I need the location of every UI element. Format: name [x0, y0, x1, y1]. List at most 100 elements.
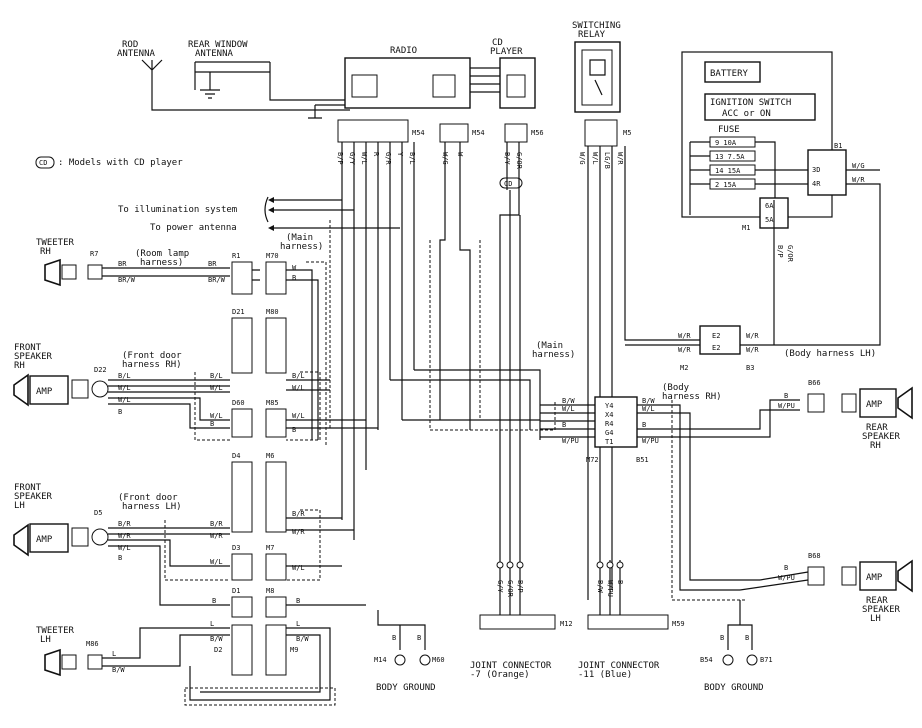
svg-text:G/Y: G/Y: [348, 152, 356, 165]
svg-text:W/R: W/R: [852, 176, 865, 184]
conn-m54a: M54: [412, 129, 425, 137]
svg-text:W/R: W/R: [746, 346, 759, 354]
rear-speaker-lh-label-3: LH: [870, 614, 881, 624]
conn-b3: B3: [746, 364, 754, 372]
svg-text:B: B: [292, 426, 296, 434]
svg-text:W/L: W/L: [210, 558, 223, 566]
switching-relay-label-2: RELAY: [578, 30, 606, 40]
conn-m2: M2: [680, 364, 688, 372]
svg-text:B: B: [118, 408, 122, 416]
rear-speaker-rh-label-3: RH: [870, 441, 881, 451]
tweeter-rh: TWEETER RH R7 BR BR/W BR BR/W (Room lamp…: [36, 238, 230, 287]
front-speaker-lh-label-2: SPEAKER: [14, 492, 53, 502]
svg-text:5A: 5A: [765, 216, 774, 224]
fuse-label: FUSE: [718, 125, 740, 135]
svg-text:B: B: [392, 634, 396, 642]
room-lamp-harness-1: (Room lamp: [135, 249, 189, 259]
conn-m54b: M54: [472, 129, 485, 137]
conn-b66: B66: [808, 379, 821, 387]
joint-connector-11-label-2: -11 (Blue): [578, 670, 632, 680]
rear-speaker-rh: B66 B W/PU AMP REAR SPEAKER RH: [778, 379, 913, 451]
svg-text:W/G: W/G: [852, 162, 865, 170]
svg-text:L: L: [112, 650, 116, 658]
svg-text:G4: G4: [605, 429, 613, 437]
radio-trunk: [329, 142, 700, 600]
main-harness-top-1: (Main: [286, 233, 313, 243]
svg-text:W: W: [292, 264, 297, 272]
svg-text:BR/W: BR/W: [118, 276, 136, 284]
top-connectors: M54 M54 M56 M5: [337, 119, 631, 147]
svg-text:Y4: Y4: [605, 402, 613, 410]
conn-d3: D3: [232, 544, 240, 552]
svg-text:L: L: [210, 620, 214, 628]
ignition-switch-pos: ACC or ON: [722, 109, 771, 119]
svg-text:Y: Y: [396, 152, 404, 157]
svg-text:W/PU: W/PU: [778, 574, 795, 582]
cd-legend: : Models with CD player: [58, 158, 183, 168]
conn-m70: M70: [266, 252, 279, 260]
svg-text:E2: E2: [712, 344, 720, 352]
conn-m6: M6: [266, 452, 274, 460]
svg-text:W/L: W/L: [642, 405, 655, 413]
cd-tag-mid: CD: [504, 180, 512, 188]
svg-text:BR: BR: [118, 260, 127, 268]
svg-text:W/L: W/L: [118, 396, 131, 404]
rear-joint: Y4 X4 R4 G4 T1 M72 B51 B/W W/L B W/PU B/…: [390, 369, 800, 601]
conn-m5: M5: [623, 129, 631, 137]
joint-connector-7-label-2: -7 (Orange): [470, 670, 530, 680]
front-speaker-rh-label-2: SPEAKER: [14, 352, 53, 362]
radio-label: RADIO: [390, 46, 417, 56]
radio-wire-codes: B/P G/Y W/L R G/R Y B/L W/G W B/Y G/OR W…: [336, 152, 624, 170]
svg-text:W/R: W/R: [210, 532, 223, 540]
front-speaker-rh-label-1: FRONT: [14, 343, 42, 353]
rear-speaker-lh: B68 B W/PU AMP REAR SPEAKER LH: [739, 552, 913, 624]
svg-text:W/PU: W/PU: [606, 580, 614, 597]
conn-m56: M56: [531, 129, 544, 137]
cd-player-label-1: CD: [492, 38, 503, 48]
center-connectors: R1 M70 W B D21 M80 D60 M85 D4 M6 D3 M7 D…: [214, 252, 298, 676]
svg-text:W/L: W/L: [292, 384, 305, 392]
svg-text:R4: R4: [605, 420, 613, 428]
body-harness-rh-2: harness RH): [662, 392, 722, 402]
rear-speaker-rh-amp: AMP: [866, 400, 883, 410]
rod-antenna-label-1: ROD: [122, 40, 138, 50]
svg-text:B/L: B/L: [292, 372, 305, 380]
conn-d22: D22: [94, 366, 107, 374]
conn-d4: D4: [232, 452, 240, 460]
tweeter-rh-label-2: RH: [40, 247, 51, 257]
svg-text:B/W: B/W: [296, 635, 309, 643]
conn-b68: B68: [808, 552, 821, 560]
rod-antenna-label-2: ANTENNA: [117, 49, 156, 59]
rear-speaker-rh-label-2: SPEAKER: [862, 432, 901, 442]
svg-text:B/L: B/L: [118, 372, 131, 380]
rear-speaker-lh-label-1: REAR: [866, 596, 888, 606]
front-speaker-lh-label-1: FRONT: [14, 483, 42, 493]
svg-text:B: B: [784, 392, 788, 400]
tweeter-lh: TWEETER LH M86 L B/W L B/W L B/W: [36, 620, 336, 706]
svg-text:W/R: W/R: [616, 152, 624, 165]
svg-text:B/P: B/P: [336, 152, 344, 165]
svg-text:6A: 6A: [765, 202, 774, 210]
conn-m14: M14: [374, 656, 387, 664]
rear-window-antenna-label-2: ANTENNA: [195, 49, 234, 59]
tweeter-lh-label-2: LH: [40, 635, 51, 645]
conn-r7: R7: [90, 250, 98, 258]
front-door-lh-2: harness LH): [122, 502, 182, 512]
svg-text:X4: X4: [605, 411, 613, 419]
conn-b51: B51: [636, 456, 649, 464]
switching-relay-label-1: SWITCHING: [572, 21, 621, 31]
conn-b71: B71: [760, 656, 773, 664]
svg-text:B: B: [417, 634, 421, 642]
joint-connector-11-label-1: JOINT CONNECTOR: [578, 661, 660, 671]
cd-legend-tag: CD: [39, 159, 47, 167]
svg-text:W/PU: W/PU: [642, 437, 659, 445]
svg-text:B: B: [642, 421, 646, 429]
front-door-rh-1: (Front door: [122, 351, 182, 361]
conn-m7: M7: [266, 544, 274, 552]
main-harness-mid-1: (Main: [536, 341, 563, 351]
svg-text:B/R: B/R: [118, 520, 131, 528]
svg-text:3D: 3D: [812, 166, 820, 174]
svg-text:W/R: W/R: [292, 528, 305, 536]
fuse-3: 14 15A: [715, 167, 741, 175]
